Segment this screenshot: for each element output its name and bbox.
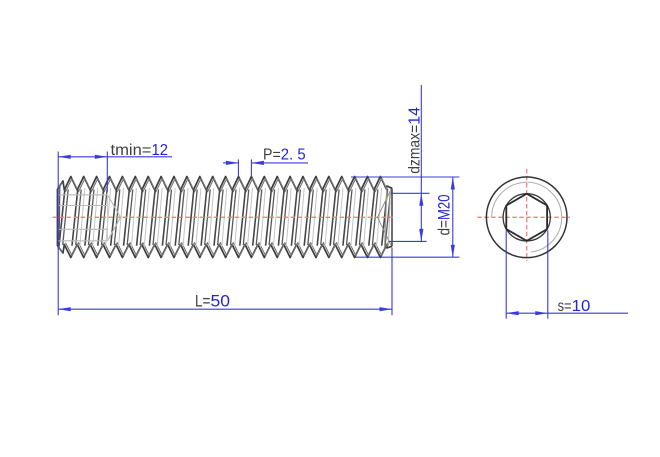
svg-text:P=2. 5: P=2. 5 [263, 147, 306, 164]
svg-text:dzmax=14: dzmax=14 [406, 107, 423, 174]
svg-text:s=10: s=10 [558, 298, 591, 315]
svg-text:d=M20: d=M20 [435, 195, 454, 236]
svg-text:L=50: L=50 [195, 291, 230, 310]
svg-text:tmin=12: tmin=12 [111, 142, 169, 159]
